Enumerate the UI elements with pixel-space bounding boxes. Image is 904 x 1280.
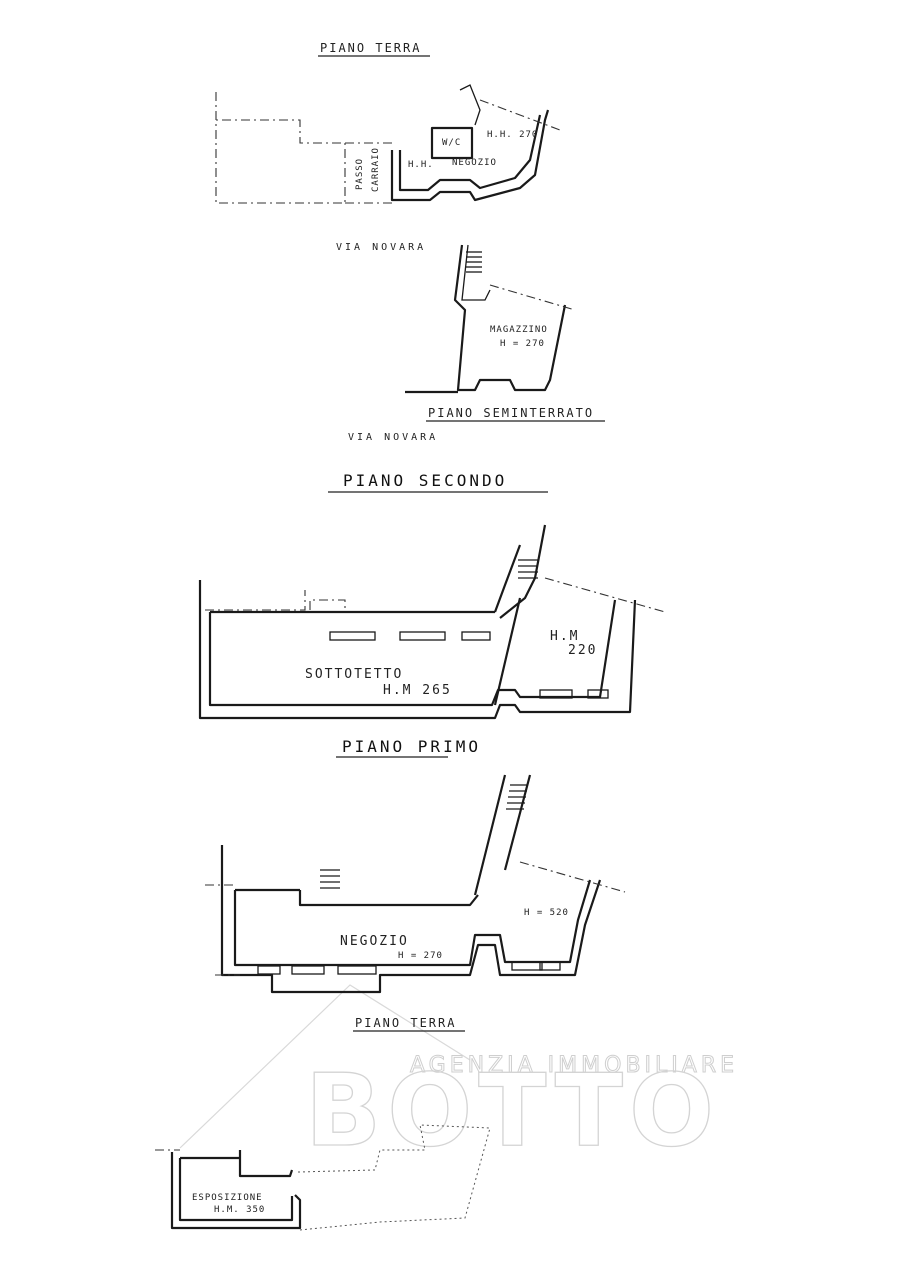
esposizione-height: H.M. 350: [214, 1205, 265, 1215]
negozio-height: H = 270: [398, 951, 443, 961]
side-height: H = 520: [524, 908, 569, 918]
wc-label: W/C: [442, 138, 461, 148]
carraio-label: CARRAIO: [371, 147, 381, 192]
street-label-1: VIA NOVARA: [336, 242, 426, 253]
plan-piano-terra-bottom: PIANO TERRA ESPOSIZIONE H.M. 350: [155, 1016, 491, 1231]
esposizione-label: ESPOSIZIONE: [192, 1193, 263, 1203]
side-room-h-label: H.M: [550, 629, 579, 644]
plan-title: PIANO PRIMO: [342, 737, 481, 756]
hh-label: H.H.: [408, 160, 434, 170]
stairs: [518, 559, 538, 579]
magazzino-walls: [453, 244, 567, 392]
esposizione-walls: [170, 1152, 302, 1230]
negozio-label: NEGOZIO: [452, 158, 497, 168]
plan-piano-secondo: PIANO SECONDO SOTTOTETTO H.M 265 H.M 220: [198, 471, 666, 720]
plan-piano-primo: PIANO PRIMO NEGOZI: [205, 737, 626, 994]
street-label-2: VIA NOVARA: [348, 432, 438, 443]
stairs: [466, 251, 482, 273]
plan-piano-seminterrato: MAGAZZINO H = 270 PIANO SEMINTERRATO: [405, 244, 605, 422]
watermark-roof-line: [179, 984, 471, 1149]
plan-title: PIANO TERRA: [355, 1016, 456, 1030]
negozio-label: NEGOZIO: [340, 934, 409, 949]
sottotetto-height: H.M 265: [383, 683, 452, 698]
wc-room: [430, 126, 474, 160]
negozio-walls: [390, 109, 550, 202]
side-room-height: 220: [568, 643, 597, 658]
plan-piano-terra-top: PIANO TERRA PASSO CARRAIO W/C H.H. NEGOZ…: [215, 41, 561, 204]
plan-title: PIANO TERRA: [320, 41, 421, 55]
watermark-brand-text: BOTTO: [305, 1052, 720, 1169]
sottotetto-outer-walls: [198, 580, 637, 720]
sottotetto-label: SOTTOTETTO: [305, 667, 403, 682]
watermark-agency-text: AGENZIA IMMOBILIARE: [410, 1053, 738, 1078]
watermark: AGENZIA IMMOBILIARE BOTTO: [179, 984, 738, 1170]
plan-title: PIANO SEMINTERRATO: [428, 406, 594, 420]
stairs: [320, 869, 340, 889]
neighbour-outline: [215, 92, 346, 204]
negozio-outer-walls: [220, 845, 602, 994]
passo-label: PASSO: [355, 158, 365, 190]
height-label: H.H. 270: [487, 130, 538, 140]
magazzino-label: MAGAZZINO: [490, 325, 548, 335]
plan-title: PIANO SECONDO: [343, 471, 507, 490]
magazzino-height: H = 270: [500, 339, 545, 349]
